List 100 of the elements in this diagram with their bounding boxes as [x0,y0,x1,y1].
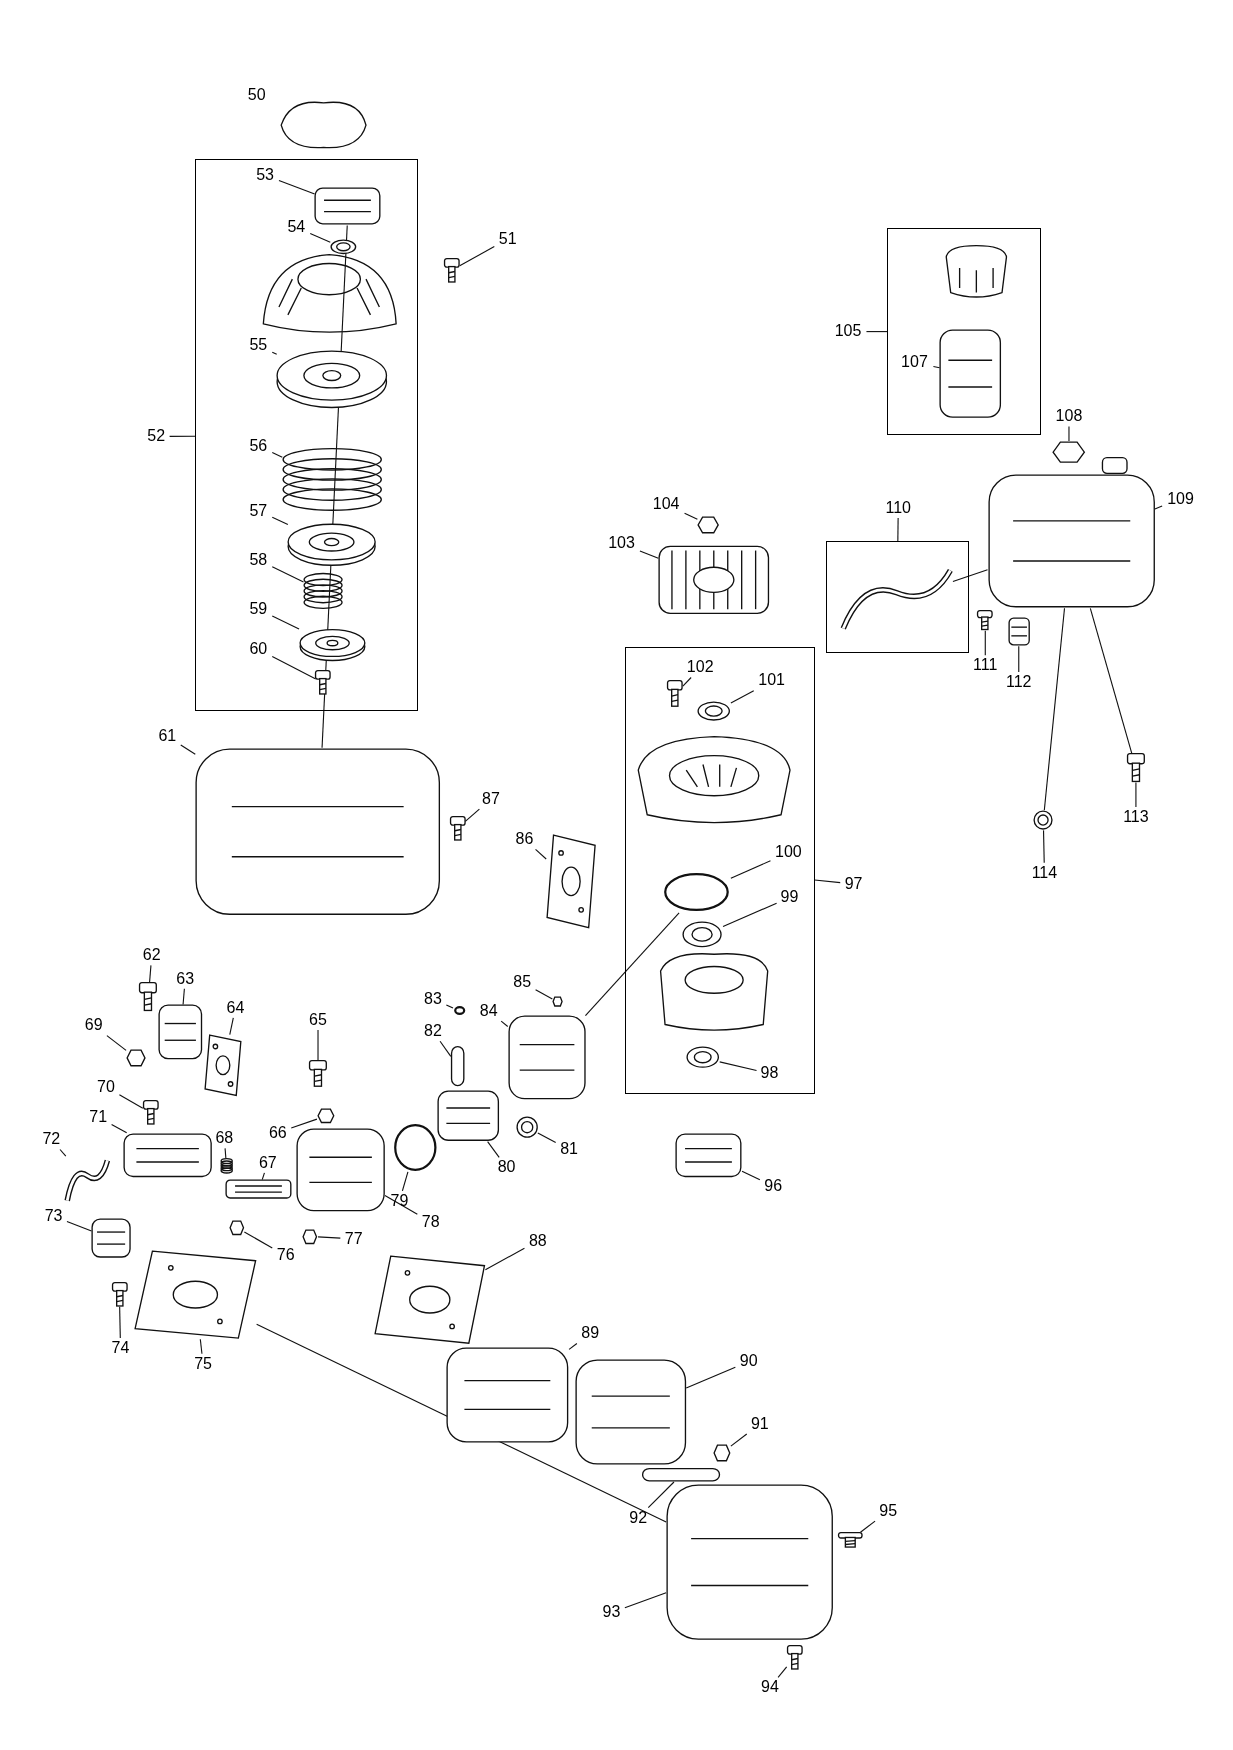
bracket-drawing [574,1358,687,1465]
ring-drawing [392,1122,438,1172]
callout-number: 103 [603,533,640,554]
disc-drawing [287,521,377,567]
callout-number: 105 [829,321,867,342]
screw-drawing [666,680,683,707]
leader-line [682,676,692,687]
nut-drawing [126,1048,147,1067]
filter-drawing [1007,617,1030,647]
leader-line [66,1221,93,1232]
gasket-drawing [133,1249,257,1339]
block-drawing [158,1004,204,1061]
gasket-drawing [546,834,597,929]
callout-number: 95 [874,1500,902,1521]
leader-line [271,516,289,525]
leader-line [647,1481,675,1509]
group-frame [887,228,1042,435]
callout-number: 84 [475,1000,503,1021]
leader-line [401,1171,409,1192]
leader-line [243,1231,273,1249]
leader-line [459,245,495,267]
callout-number: 65 [304,1009,332,1030]
leader-line [897,517,899,542]
group-frame [624,647,815,1094]
screw-drawing [1127,753,1145,783]
callout-number: 74 [107,1337,134,1358]
leader-line [730,690,755,704]
clutch-drawing [675,1132,742,1178]
callout-number: 83 [419,988,447,1009]
callout-number: 104 [647,494,685,515]
callout-number: 88 [524,1230,552,1251]
leader-line [261,1172,265,1181]
leader-line [1018,645,1020,673]
leader-line [309,233,331,243]
gasket-drawing [373,1255,486,1345]
leader-line [111,1123,128,1134]
leader-line [317,1236,341,1239]
leader-line [568,1343,578,1350]
leader-line [624,1592,667,1609]
leader-line [384,1194,418,1215]
callout-number: 98 [756,1062,783,1083]
screw-drawing [977,610,994,631]
block-drawing [122,1132,212,1178]
leader-line [984,630,986,656]
callout-number: 114 [1026,862,1063,883]
callout-number: 69 [80,1015,108,1036]
leader-line [741,1170,761,1181]
callout-number: 61 [154,726,181,747]
leader-line [722,902,778,928]
handle-drawing [314,186,382,225]
nut-drawing [228,1219,245,1236]
disc-drawing [276,348,388,410]
leader-line [182,988,185,1005]
nut-drawing [302,1228,318,1245]
callout-number: 92 [624,1507,652,1528]
leader-line [445,1004,454,1009]
callout-number: 110 [879,497,917,518]
callout-number: 87 [477,788,505,809]
callout-number: 90 [735,1351,763,1372]
screw-drawing [838,1532,863,1548]
nut-drawing [316,1108,335,1124]
callout-number: 82 [419,1021,447,1042]
leader-line [439,1040,452,1057]
callout-number: 102 [681,656,719,677]
screw-drawing [139,981,158,1011]
callout-number: 89 [576,1323,604,1344]
callout-number: 99 [776,886,803,907]
leader-line [859,1520,876,1533]
knob-drawing [91,1218,132,1259]
callout-number: 80 [493,1157,520,1178]
washer-drawing [329,239,357,255]
muffler-drawing [446,1346,570,1443]
spring-drawing [219,1158,234,1174]
leader-line [271,452,283,458]
cover-drawing [666,1484,834,1641]
ring-drawing [663,872,731,913]
leader-line [684,512,698,520]
leader-line [932,365,941,369]
leader-line [180,744,196,755]
leader-line [730,860,772,879]
callout-number: 77 [340,1228,368,1249]
leader-line [537,1132,557,1143]
callout-number: 58 [244,549,272,570]
screw-drawing [315,670,331,695]
callout-number: 68 [210,1128,238,1149]
callout-number: 94 [756,1677,784,1698]
callout-number: 113 [1117,806,1155,827]
leader-line [865,331,888,333]
leader-line [119,1306,121,1339]
gasket-drawing [204,1034,243,1097]
callout-number: 97 [840,873,867,894]
washer-drawing [682,921,723,948]
leader-line [271,615,300,630]
leader-line [639,550,659,559]
callout-number: 79 [386,1190,413,1211]
leader-line [1135,781,1137,808]
group-frame [195,159,419,712]
ring-drawing [453,1005,467,1017]
shroud-drawing [195,747,441,915]
callout-number: 100 [769,841,807,862]
